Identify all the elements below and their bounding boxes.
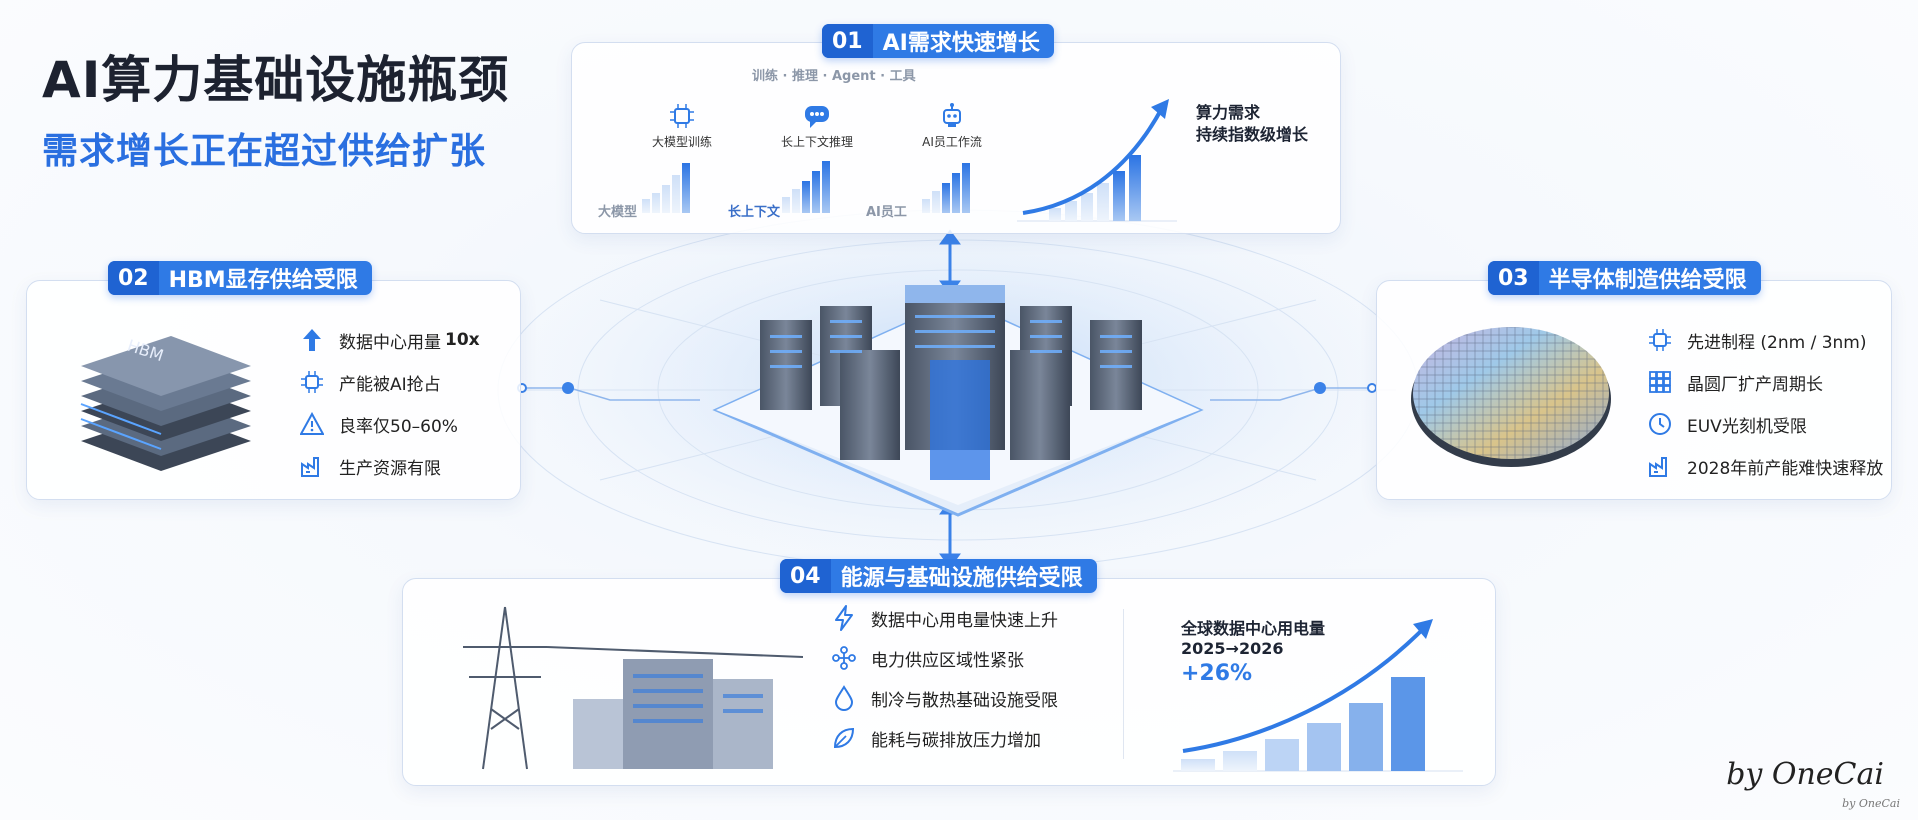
section3-item: 晶圆厂扩产周期长 bbox=[1647, 369, 1823, 395]
factory-icon bbox=[1647, 453, 1673, 479]
section2-item: 产能被AI抢占 bbox=[299, 369, 441, 395]
section3-item: EUV光刻机受限 bbox=[1647, 411, 1807, 437]
section4-divider bbox=[1123, 609, 1124, 759]
section2-badge-label: HBM显存供给受限 bbox=[168, 268, 358, 293]
section2-item: 生产资源有限 bbox=[299, 453, 441, 479]
hbm-stack-image bbox=[80, 336, 251, 471]
lightning-icon bbox=[831, 605, 857, 631]
section4-card: 数据中心用电量快速上升 电力供应区域性紧张 制冷与散热基础设施受限 能耗与碳排放… bbox=[402, 578, 1496, 786]
network-icon bbox=[831, 645, 857, 671]
section1-mini-charts bbox=[642, 161, 970, 213]
section1-growth-chart bbox=[1017, 99, 1177, 222]
section2-badge-num: 02 bbox=[108, 261, 159, 295]
page-title: AI算力基础设施瓶颈 bbox=[42, 51, 510, 109]
chat-icon bbox=[802, 101, 832, 131]
chip-icon bbox=[299, 369, 325, 395]
section1-icon-workflow: AI员工作流 bbox=[902, 101, 1002, 150]
section4-item: 制冷与散热基础设施受限 bbox=[831, 685, 1058, 711]
section2-item-text: 产能被AI抢占 bbox=[339, 374, 441, 395]
section1-callout-line1: 算力需求 bbox=[1196, 103, 1261, 122]
section4-item: 数据中心用电量快速上升 bbox=[831, 605, 1058, 631]
section4-item: 能耗与碳排放压力增加 bbox=[831, 725, 1041, 751]
section1-badge-label: AI需求快速增长 bbox=[882, 31, 1040, 56]
section2-item-bold: 10x bbox=[445, 330, 480, 350]
section4-badge-num: 04 bbox=[780, 559, 831, 593]
section3-badge: 03 半导体制造供给受限 bbox=[1488, 261, 1761, 295]
clock-icon bbox=[1647, 411, 1673, 437]
section3-item-text: 先进制程 (2nm / 3nm) bbox=[1687, 332, 1867, 353]
section2-item-text: 生产资源有限 bbox=[339, 458, 441, 479]
section1-badge-num: 01 bbox=[822, 24, 873, 58]
section3-item: 2028年前产能难快速释放 bbox=[1647, 453, 1883, 479]
section2-item-text: 良率仅50–60% bbox=[339, 416, 458, 437]
drop-icon bbox=[831, 685, 857, 711]
section1-faded-label: AI员工 bbox=[866, 205, 907, 220]
section3-badge-label: 半导体制造供给受限 bbox=[1548, 268, 1747, 293]
signature-small: by OneCai bbox=[1842, 797, 1900, 810]
section4-badge: 04 能源与基础设施供给受限 bbox=[780, 559, 1097, 593]
section4-stat-period: 2025→2026 bbox=[1181, 639, 1284, 658]
section4-item: 电力供应区域性紧张 bbox=[831, 645, 1024, 671]
warning-icon bbox=[299, 411, 325, 437]
section3-item-text: 2028年前产能难快速释放 bbox=[1687, 458, 1884, 479]
section1-icon-label: 大模型训练 bbox=[651, 135, 712, 149]
factory-icon bbox=[299, 453, 325, 479]
section3-card: 先进制程 (2nm / 3nm) 晶圆厂扩产周期长 EUV光刻机受限 2028年… bbox=[1376, 280, 1892, 500]
section1-icon-label: 长上下文推理 bbox=[780, 135, 853, 149]
section1-badge: 01 AI需求快速增长 bbox=[822, 24, 1054, 58]
section2-item-text: 数据中心用量 bbox=[339, 332, 441, 353]
chip-icon bbox=[667, 101, 697, 131]
wafer-image bbox=[1411, 327, 1611, 467]
section1-callout-line2: 持续指数级增长 bbox=[1196, 125, 1309, 144]
grid-icon bbox=[1647, 369, 1673, 395]
chip-icon bbox=[1647, 327, 1673, 353]
section4-stat-value: +26% bbox=[1181, 661, 1253, 686]
section2-item: 良率仅50–60% bbox=[299, 411, 458, 437]
section1-faded-label: 大模型 bbox=[598, 205, 638, 220]
section1-icon-training: 大模型训练 bbox=[632, 101, 732, 150]
section4-growth-chart bbox=[1173, 619, 1463, 772]
section2-badge: 02 HBM显存供给受限 bbox=[108, 261, 372, 295]
section1-card: 训练 · 推理 · Agent · 工具 大模型训练 长上下文推理 AI员工作流… bbox=[571, 42, 1341, 234]
section3-item: 先进制程 (2nm / 3nm) bbox=[1647, 327, 1867, 353]
section4-item-text: 能耗与碳排放压力增加 bbox=[871, 730, 1041, 751]
section4-item-text: 制冷与散热基础设施受限 bbox=[871, 690, 1058, 711]
section3-badge-num: 03 bbox=[1488, 261, 1539, 295]
leaf-icon bbox=[831, 725, 857, 751]
section1-faded-label: 长上下文 bbox=[728, 205, 781, 220]
section4-badge-label: 能源与基础设施供给受限 bbox=[840, 566, 1083, 591]
page-subtitle: 需求增长正在超过供给扩张 bbox=[42, 131, 487, 172]
arrow-up-icon bbox=[299, 327, 325, 353]
power-infrastructure-image bbox=[463, 606, 803, 770]
section3-item-text: EUV光刻机受限 bbox=[1687, 416, 1807, 437]
section1-icon-context: 长上下文推理 bbox=[762, 101, 872, 150]
signature: by OneCai bbox=[1726, 757, 1884, 792]
section1-icon-label: AI员工作流 bbox=[922, 135, 982, 149]
section3-item-text: 晶圆厂扩产周期长 bbox=[1687, 374, 1823, 395]
section4-item-text: 数据中心用电量快速上升 bbox=[871, 610, 1058, 631]
section4-stat-title: 全球数据中心用电量 bbox=[1181, 619, 1326, 638]
robot-icon bbox=[937, 101, 967, 131]
section4-item-text: 电力供应区域性紧张 bbox=[871, 650, 1024, 671]
section1-faded-header: 训练 · 推理 · Agent · 工具 bbox=[752, 69, 916, 84]
